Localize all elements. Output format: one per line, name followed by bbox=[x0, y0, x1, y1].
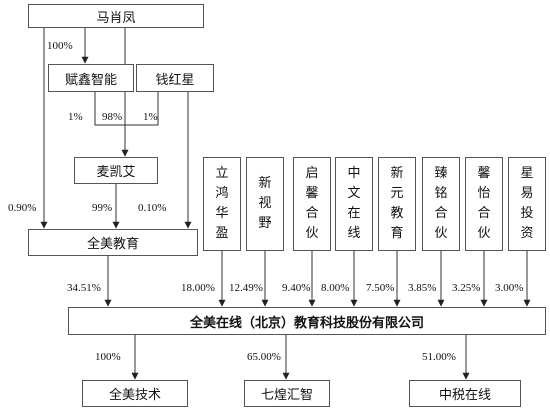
entity-main-company: 全美在线（北京）教育科技股份有限公司 bbox=[68, 307, 546, 335]
entity-qihuang-huizhi: 七煌汇智 bbox=[244, 380, 330, 407]
pct-xinyuan: 7.50% bbox=[366, 282, 395, 294]
line-qian-merge bbox=[125, 92, 159, 126]
entity-mai-kaiyi: 麦凯艾 bbox=[74, 157, 158, 184]
pct-lihong: 18.00% bbox=[181, 282, 215, 294]
entity-qixin-hehuo: 启 馨 合 伙 bbox=[293, 157, 331, 251]
entity-quanmei-jiaoyu: 全美教育 bbox=[28, 229, 198, 256]
pct-mai-to-quanmei: 99% bbox=[92, 202, 113, 214]
pct-fuxin-to-mai: 1% bbox=[68, 111, 83, 123]
entity-lihong-huaying: 立 鸿 华 盈 bbox=[203, 157, 241, 251]
entity-fuxin-zhineng: 赋鑫智能 bbox=[48, 64, 134, 92]
pct-company-to-zhongshui: 51.00% bbox=[422, 351, 456, 363]
pct-quanmei-to-company: 34.51% bbox=[67, 282, 101, 294]
entity-zhenming-hehuo: 臻 铭 合 伙 bbox=[422, 157, 460, 251]
entity-xinyi-hehuo: 馨 怡 合 伙 bbox=[465, 157, 503, 251]
entity-xingyi-touzi: 星 易 投 资 bbox=[508, 157, 546, 251]
pct-company-to-qihuang: 65.00% bbox=[247, 351, 281, 363]
pct-xinshiye: 12.49% bbox=[229, 282, 263, 294]
pct-xingyi: 3.00% bbox=[495, 282, 524, 294]
entity-zhongshui-zaixian: 中税在线 bbox=[409, 380, 521, 407]
entity-ma-xiaofeng: 马肖凤 bbox=[28, 4, 204, 28]
line-fuxin-merge bbox=[94, 92, 125, 126]
pct-zhongwen: 8.00% bbox=[321, 282, 350, 294]
pct-qian-to-quanmei: 0.10% bbox=[138, 202, 167, 214]
entity-xinshiye: 新 视 野 bbox=[246, 157, 284, 251]
entity-quanmei-jishu: 全美技术 bbox=[82, 380, 188, 407]
pct-qixin: 9.40% bbox=[282, 282, 311, 294]
pct-qian-to-mai: 1% bbox=[143, 111, 158, 123]
pct-company-to-jishu: 100% bbox=[95, 351, 121, 363]
pct-ma-to-quanmei: 0.90% bbox=[8, 202, 37, 214]
entity-qian-hongxing: 钱红星 bbox=[136, 64, 214, 92]
pct-ma-to-fuxin: 100% bbox=[47, 40, 73, 52]
entity-xinyuan-jiaoyu: 新 元 教 育 bbox=[378, 157, 416, 251]
pct-xinyi: 3.25% bbox=[452, 282, 481, 294]
pct-ma-to-mai: 98% bbox=[102, 111, 123, 123]
pct-zhenming: 3.85% bbox=[408, 282, 437, 294]
entity-zhongwen-zaixian: 中 文 在 线 bbox=[335, 157, 373, 251]
